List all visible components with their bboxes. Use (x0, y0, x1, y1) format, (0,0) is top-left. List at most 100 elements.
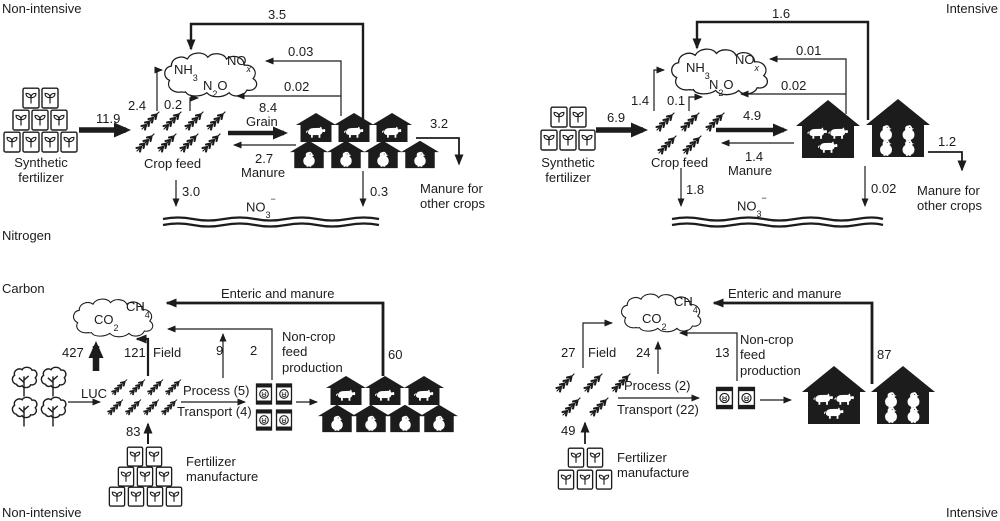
fertilizer-bag-icon (578, 129, 596, 151)
co2-label: CO2 (642, 311, 667, 332)
panel-nitrogen-intensive (540, 20, 967, 228)
hen-house-icon (327, 141, 365, 169)
feed-can-icon (737, 386, 756, 410)
crop-field (135, 110, 227, 153)
arrow-nh3-from-crops (653, 66, 665, 111)
fertilizer-bag-icon (50, 109, 68, 131)
label-fertilizer-manufacture: Fertilizer manufacture (186, 454, 259, 485)
feed-cans (715, 386, 756, 410)
fertilizer-bag-icon (567, 447, 585, 468)
wheat-icon (555, 372, 576, 393)
fertilizer-bag-icon (60, 131, 78, 153)
wheat-icon (125, 398, 142, 416)
flow-value: 24 (636, 345, 651, 360)
fertilizer-bag-icon (540, 129, 558, 151)
hen-house-icon (364, 141, 402, 169)
panel-carbon-intensive (555, 293, 936, 490)
wheat-icon (165, 378, 182, 396)
pig-house-icon (296, 113, 336, 142)
hen-house-icon (866, 99, 930, 157)
fertilizer-bag-icon (155, 466, 173, 487)
river-icon (162, 222, 380, 228)
crop-field (655, 111, 726, 155)
flow-value: 4.9 (743, 108, 762, 123)
flow-value: 49 (561, 423, 576, 438)
river-icon (162, 216, 380, 222)
corner-label-top-left: Non-intensive (2, 1, 82, 16)
arrow-manure-other-crops (416, 137, 464, 166)
arrow-field-emission (582, 319, 613, 368)
nh3-label: NH3 (686, 60, 710, 81)
animal-houses (802, 366, 935, 424)
flow-label-field: Field (588, 345, 617, 360)
flow-value: 27 (561, 345, 576, 360)
feed-can-icon (715, 386, 734, 410)
flow-value: 9 (216, 343, 224, 358)
wheat-icon (583, 372, 604, 393)
flow-value: 0.2 (164, 97, 183, 112)
tree-icon (40, 396, 67, 427)
fertilizer-bag-icon (22, 131, 40, 153)
wheat-icon (107, 398, 124, 416)
fertilizer-bag-icon (41, 87, 59, 109)
fertilizer-bag-icon (108, 486, 126, 507)
flow-value: 427 (62, 345, 84, 360)
flow-value: 0.02 (781, 78, 807, 93)
flow-value: 1.6 (772, 6, 791, 21)
animal-houses (290, 113, 439, 168)
feed-can-icon (275, 383, 293, 405)
label-manure-other-crops: Manure for other crops (917, 183, 983, 214)
flow-value: 1.8 (686, 182, 705, 197)
flow-value: 2 (250, 343, 258, 358)
flow-value: 11.9 (96, 111, 121, 126)
wheat-icon (143, 398, 160, 416)
wheat-icon (589, 396, 610, 417)
arrow-nox-from-animals (769, 55, 847, 114)
fertilizer-bag-icon (559, 129, 577, 151)
label-fertilizer-manufacture: Fertilizer manufacture (617, 450, 690, 481)
label-crop-feed: Crop feed (651, 155, 709, 170)
fertilizer-bag-icon (3, 131, 21, 153)
flow-value: 1.4 (631, 93, 650, 108)
section-label-nitrogen: Nitrogen (2, 228, 52, 243)
wheat-icon (657, 134, 678, 155)
flow-value: 1.4 (745, 149, 764, 164)
pig-house-icon (372, 113, 412, 142)
arrow-enteric-and-manure (165, 298, 385, 376)
wheat-icon (561, 396, 582, 417)
fertilizer-bag-icon (126, 446, 144, 467)
wheat-icon (206, 110, 227, 131)
hen-house-icon (318, 405, 356, 433)
section-label-carbon: Carbon (2, 281, 45, 296)
flow-value: 0.03 (288, 44, 314, 59)
pig-house-icon (802, 366, 866, 424)
tree-icon (11, 396, 38, 427)
panel-nitrogen-non-intensive (3, 22, 464, 228)
flow-value: 0.02 (871, 181, 897, 196)
wheat-icon (179, 132, 200, 153)
co2-label: CO2 (94, 312, 119, 333)
fertilizer-bag-pile (108, 446, 183, 507)
wheat-icon (682, 134, 703, 155)
forest (11, 366, 67, 427)
arrow-manure-other-crops (928, 151, 967, 172)
label-enteric-manure: Enteric and manure (221, 286, 335, 301)
wheat-icon (135, 132, 156, 153)
label-synthetic-fertilizer: Synthetic fertilizer (14, 155, 68, 186)
flow-value: 3.0 (182, 184, 201, 199)
flow-label-field: Field (153, 345, 182, 360)
river-icon (671, 216, 884, 222)
wheat-icon (129, 378, 146, 396)
flow-value: 13 (715, 345, 730, 360)
flow-value: 0.3 (370, 184, 389, 199)
fertilizer-bag-pile (3, 87, 78, 153)
arrow-n2o-from-crops (688, 93, 703, 111)
tree-icon (11, 366, 38, 397)
hen-house-icon (420, 405, 458, 433)
ch4-label: CH4 (126, 299, 150, 320)
flow-label-process: Process (5) (183, 383, 250, 398)
hen-house-icon (871, 366, 935, 424)
flow-value: 3.5 (268, 7, 287, 22)
arrow-enteric-and-manure (712, 298, 874, 384)
